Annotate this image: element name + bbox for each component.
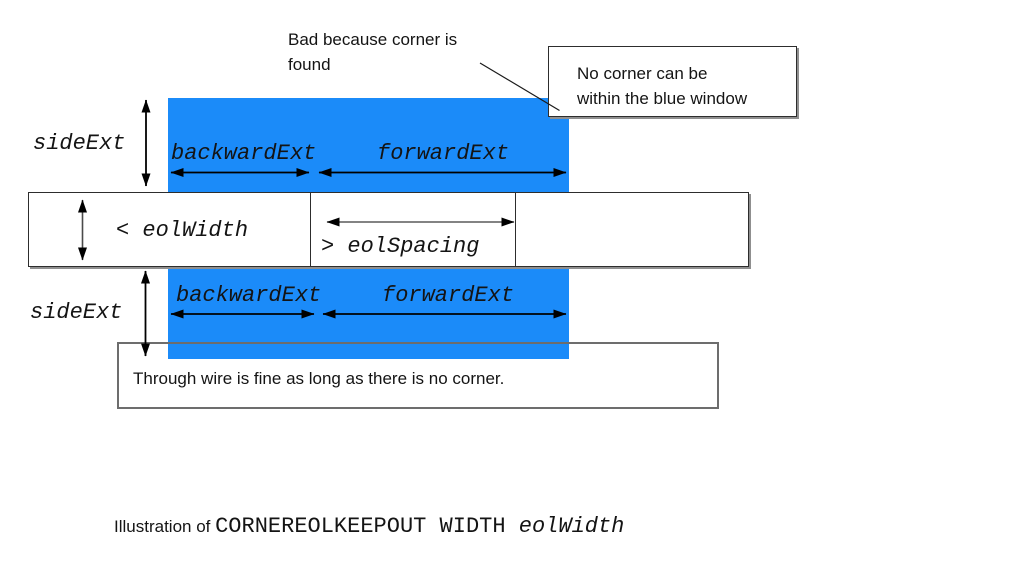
forward-ext-label-top: forwardExt	[377, 141, 510, 166]
backward-ext-label-top: backwardExt	[171, 141, 317, 166]
eol-spacing-prefix: >	[321, 234, 348, 259]
side-ext-label-top: sideExt	[33, 131, 126, 156]
eol-spacing-name: eolSpacing	[347, 234, 480, 259]
caption-param-1: eolWidth	[518, 514, 625, 539]
forward-ext-label-bottom: forwardExt	[382, 283, 515, 308]
through-wire-note-box: Through wire is fine as long as there is…	[117, 342, 719, 409]
caption-keyword-1: CORNEREOLKEEPOUT WIDTH	[215, 514, 519, 539]
eol-width-wire-box	[28, 192, 311, 267]
no-corner-note-box: No corner can be within the blue window	[548, 46, 797, 117]
side-ext-label-bottom: sideExt	[30, 300, 123, 325]
bad-corner-note-line1: Bad because corner is	[288, 30, 458, 49]
eol-width-name: eolWidth	[142, 218, 249, 243]
no-corner-note-line1: No corner can be	[577, 64, 708, 83]
eol-spacing-label: > eolSpacing	[321, 236, 479, 258]
eol-spacing-gap-box	[311, 192, 516, 267]
through-wire-note-text: Through wire is fine as long as there is…	[133, 368, 505, 388]
eol-width-prefix: <	[116, 218, 143, 243]
bad-corner-note-line2: found	[288, 55, 331, 74]
no-corner-note-line2: within the blue window	[577, 89, 748, 108]
adjacent-wire-box	[516, 192, 749, 267]
bad-corner-note: Bad because corner is found	[288, 27, 457, 77]
caption: Illustration of CORNEREOLKEEPOUT WIDTH e…	[114, 462, 705, 562]
eol-width-label: < eolWidth	[116, 220, 248, 242]
caption-line1: Illustration of CORNEREOLKEEPOUT WIDTH e…	[114, 514, 705, 540]
backward-ext-label-bottom: backwardExt	[176, 283, 322, 308]
caption-intro: Illustration of	[114, 517, 216, 536]
